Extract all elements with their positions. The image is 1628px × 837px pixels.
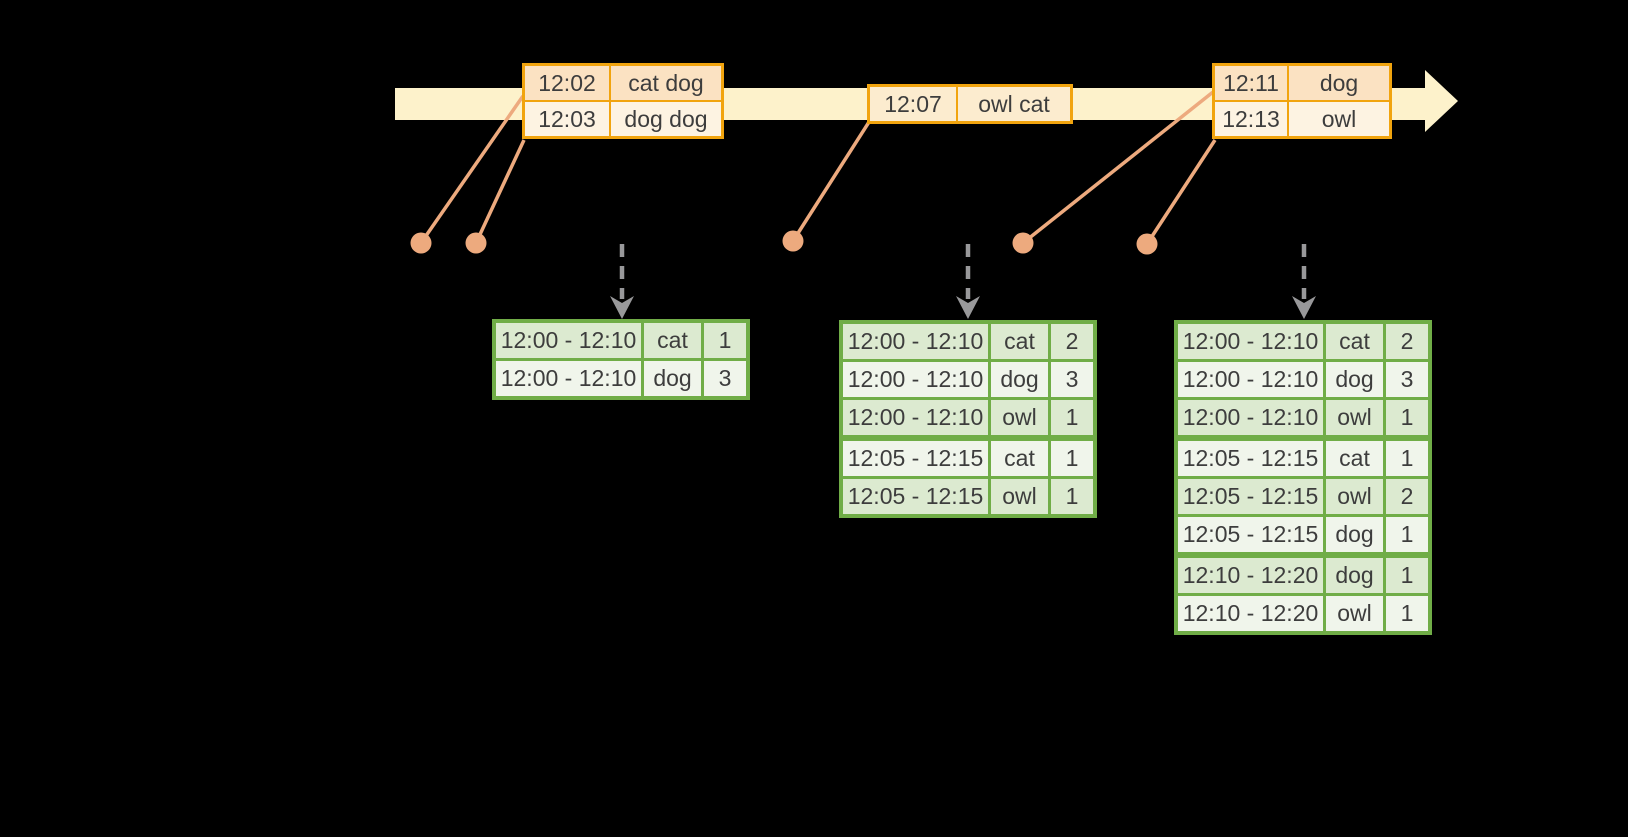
- connector-line: [1021, 90, 1215, 245]
- result-count: 2: [1051, 324, 1093, 359]
- result-count: 2: [1386, 324, 1428, 359]
- result-count: 1: [1051, 479, 1093, 514]
- result-word: owl: [991, 400, 1048, 435]
- result-window: 12:00 - 12:10: [496, 323, 641, 358]
- connector-line: [419, 95, 525, 244]
- result-word: owl: [1326, 479, 1383, 514]
- result-window: 12:00 - 12:10: [1178, 400, 1323, 435]
- result-word: dog: [644, 361, 701, 396]
- result-count: 1: [1386, 558, 1428, 593]
- connector-line: [791, 121, 871, 242]
- result-window: 12:05 - 12:15: [1178, 479, 1323, 514]
- result-window: 12:05 - 12:15: [1178, 441, 1323, 476]
- result-count: 2: [1386, 479, 1428, 514]
- event-words: dog dog: [611, 102, 721, 136]
- result-window: 12:00 - 12:10: [843, 362, 988, 397]
- event-words: owl cat: [958, 87, 1070, 121]
- result-word: dog: [1326, 558, 1383, 593]
- trigger-arrowhead-icon: [956, 296, 980, 319]
- event-time: 12:07: [870, 87, 956, 121]
- trigger-arrowhead-icon: [1292, 296, 1316, 319]
- result-count: 1: [1051, 441, 1093, 476]
- event-row: 12:02 cat dog: [525, 66, 721, 100]
- result-word: cat: [1326, 441, 1383, 476]
- result-row: 12:05 - 12:15 cat 1: [1178, 441, 1428, 476]
- event-words: dog: [1289, 66, 1389, 100]
- result-row: 12:10 - 12:20 dog 1: [1178, 558, 1428, 593]
- result-count: 3: [704, 361, 746, 396]
- event-dot: [1012, 232, 1034, 254]
- result-count: 1: [1386, 441, 1428, 476]
- event-dots: [410, 230, 1158, 255]
- event-dot: [465, 232, 487, 254]
- result-row: 12:05 - 12:15 cat 1: [843, 441, 1093, 476]
- result-row: 12:05 - 12:15 owl 2: [1178, 479, 1428, 514]
- timeline-arrowhead-icon: [1425, 70, 1458, 132]
- result-row: 12:00 - 12:10 dog 3: [496, 361, 746, 396]
- event-time: 12:11: [1215, 66, 1287, 100]
- result-word: cat: [644, 323, 701, 358]
- connector-line: [474, 139, 526, 244]
- result-row: 12:10 - 12:20 owl 1: [1178, 596, 1428, 631]
- result-window: 12:00 - 12:10: [843, 400, 988, 435]
- result-word: cat: [1326, 324, 1383, 359]
- result-window: 12:00 - 12:10: [1178, 362, 1323, 397]
- result-table-2: 12:00 - 12:10 cat 2 12:00 - 12:10 dog 3 …: [839, 320, 1097, 518]
- event-dot: [410, 232, 432, 254]
- result-row: 12:00 - 12:10 dog 3: [1178, 362, 1428, 397]
- event-row: 12:11 dog: [1215, 66, 1389, 100]
- result-count: 3: [1051, 362, 1093, 397]
- event-table-1211: 12:11 dog 12:13 owl: [1212, 63, 1392, 139]
- result-row: 12:00 - 12:10 owl 1: [1178, 400, 1428, 435]
- event-table-1202: 12:02 cat dog 12:03 dog dog: [522, 63, 724, 139]
- result-count: 1: [1386, 596, 1428, 631]
- result-window: 12:00 - 12:10: [1178, 324, 1323, 359]
- event-row: 12:07 owl cat: [870, 87, 1070, 121]
- result-row: 12:00 - 12:10 owl 1: [843, 400, 1093, 435]
- result-word: dog: [991, 362, 1048, 397]
- event-row: 12:03 dog dog: [525, 102, 721, 136]
- event-time: 12:03: [525, 102, 609, 136]
- result-window: 12:05 - 12:15: [843, 479, 988, 514]
- result-count: 1: [1386, 517, 1428, 552]
- trigger-arrows: [610, 244, 1316, 319]
- result-window: 12:05 - 12:15: [843, 441, 988, 476]
- event-words: cat dog: [611, 66, 721, 100]
- result-row: 12:05 - 12:15 dog 1: [1178, 517, 1428, 552]
- result-window: 12:10 - 12:20: [1178, 558, 1323, 593]
- result-word: owl: [991, 479, 1048, 514]
- event-dot: [1136, 233, 1158, 255]
- result-word: owl: [1326, 400, 1383, 435]
- event-row: 12:13 owl: [1215, 102, 1389, 136]
- trigger-arrowhead-icon: [610, 296, 634, 319]
- result-row: 12:05 - 12:15 owl 1: [843, 479, 1093, 514]
- result-window: 12:00 - 12:10: [843, 324, 988, 359]
- result-window: 12:05 - 12:15: [1178, 517, 1323, 552]
- result-count: 3: [1386, 362, 1428, 397]
- connector-lines: [419, 90, 1217, 245]
- result-row: 12:00 - 12:10 dog 3: [843, 362, 1093, 397]
- result-word: dog: [1326, 517, 1383, 552]
- result-table-3: 12:00 - 12:10 cat 2 12:00 - 12:10 dog 3 …: [1174, 320, 1432, 635]
- event-time: 12:13: [1215, 102, 1287, 136]
- event-time: 12:02: [525, 66, 609, 100]
- result-count: 1: [1386, 400, 1428, 435]
- result-count: 1: [704, 323, 746, 358]
- result-row: 12:00 - 12:10 cat 2: [843, 324, 1093, 359]
- result-window: 12:00 - 12:10: [496, 361, 641, 396]
- result-row: 12:00 - 12:10 cat 1: [496, 323, 746, 358]
- result-table-1: 12:00 - 12:10 cat 1 12:00 - 12:10 dog 3: [492, 319, 750, 400]
- result-word: dog: [1326, 362, 1383, 397]
- result-word: cat: [991, 324, 1048, 359]
- result-count: 1: [1051, 400, 1093, 435]
- connector-line: [1145, 139, 1217, 245]
- result-word: cat: [991, 441, 1048, 476]
- event-words: owl: [1289, 102, 1389, 136]
- result-row: 12:00 - 12:10 cat 2: [1178, 324, 1428, 359]
- event-table-1207: 12:07 owl cat: [867, 84, 1073, 124]
- event-dot: [782, 230, 804, 252]
- result-word: owl: [1326, 596, 1383, 631]
- result-window: 12:10 - 12:20: [1178, 596, 1323, 631]
